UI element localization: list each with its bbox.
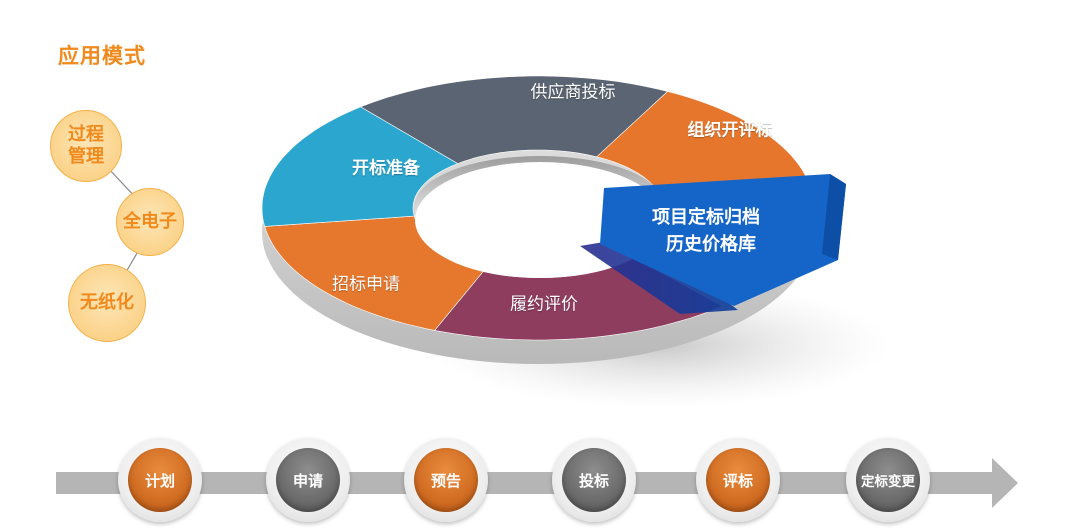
process-step-label: 评标: [706, 448, 770, 512]
process-step-evaluate: 评标: [696, 438, 780, 522]
segment-label-performance-evaluation: 履约评价: [510, 294, 578, 315]
archive-wedge-side: [580, 236, 738, 314]
process-arrow-shape: [56, 458, 1018, 508]
archive-line-2: 历史价格库: [666, 234, 756, 255]
process-step-award-change: 定标变更: [846, 438, 930, 522]
segment-bid-opening-prep: [261, 106, 459, 227]
process-step-label: 定标变更: [856, 448, 920, 512]
mode-label: 管理: [68, 146, 104, 167]
process-step-label: 申请: [276, 448, 340, 512]
archive-label: 项目定标归档 历史价格库: [652, 204, 760, 258]
segment-label-bid-opening-prep: 开标准备: [352, 158, 420, 179]
mode-label: 无纸化: [80, 292, 134, 313]
process-step-bid: 投标: [552, 438, 636, 522]
segment-label-tender-application: 招标申请: [332, 274, 400, 295]
archive-wedge: [600, 174, 846, 306]
segment-label-supplier-bidding: 供应商投标: [530, 82, 616, 103]
mode-all-electronic: 全电子: [116, 188, 184, 256]
mode-paperless: 无纸化: [68, 264, 146, 342]
process-step-label: 计划: [128, 448, 192, 512]
process-step-label: 预告: [414, 448, 478, 512]
process-step-label: 投标: [562, 448, 626, 512]
process-step-plan: 计划: [118, 438, 202, 522]
mode-label: 过程: [68, 124, 104, 145]
process-step-notice: 预告: [404, 438, 488, 522]
mode-process-management: 过程 管理: [50, 110, 122, 182]
mode-label: 全电子: [123, 211, 177, 232]
process-step-apply: 申请: [266, 438, 350, 522]
archive-line-1: 项目定标归档: [652, 207, 760, 228]
segment-label-organize-evaluation: 组织开评标: [687, 120, 773, 141]
section-title: 应用模式: [58, 44, 146, 68]
archive-wedge-edge: [822, 174, 846, 260]
